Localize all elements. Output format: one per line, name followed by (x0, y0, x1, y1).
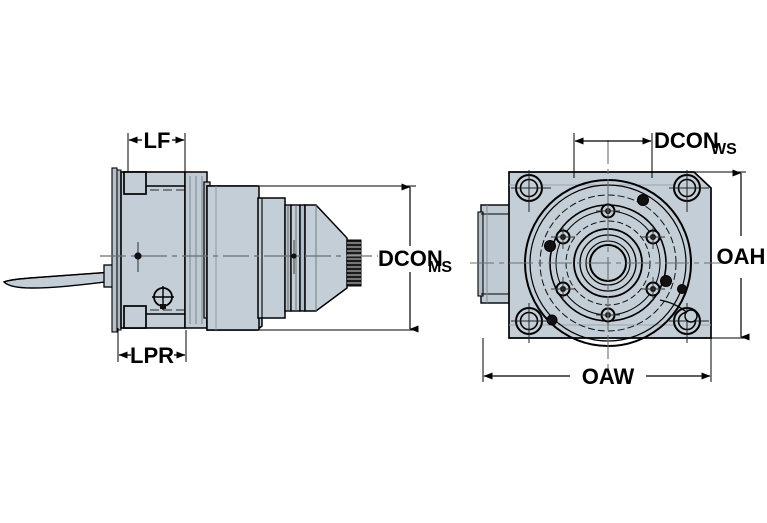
dimension-dcon-ws-subscript: WS (711, 141, 737, 158)
dimension-oaw: OAW (482, 338, 712, 389)
main-barrel (206, 185, 263, 331)
dimension-oah: OAH (694, 169, 766, 341)
dimension-oah-label: OAH (717, 244, 766, 269)
corner-bolt-hole-bl (511, 303, 551, 343)
dimension-lpr-label: LPR (130, 343, 174, 368)
corner-bolt-hole-tr (669, 170, 709, 212)
dimension-dcon-ms-subscript: MS (428, 259, 452, 276)
front-view: DCON WS OAH OAW (470, 128, 765, 389)
barrel-step (257, 197, 286, 319)
arc-slot-end-hole (684, 309, 698, 323)
dowel-pins (544, 194, 687, 326)
serrated-nose-tip (346, 239, 362, 287)
body-block (120, 171, 205, 329)
dimension-lpr: LPR (117, 328, 187, 368)
side-connector-block (477, 204, 512, 304)
dimension-dcon-ws: DCON WS (573, 128, 737, 178)
lubrication-port (152, 286, 174, 310)
axis-markers (134, 240, 297, 274)
corner-bolt-hole-tl (511, 170, 551, 212)
dimension-dcon-ms-label: DCON (378, 246, 443, 271)
coolant-hose (2, 271, 114, 289)
dimension-lf: LF (127, 128, 186, 172)
dimension-dcon-ms: DCON MS (260, 183, 452, 333)
inner-bolt-holes (551, 199, 665, 327)
dimension-dcon-ws-label: DCON (654, 128, 719, 153)
dimension-oaw-label: OAW (582, 364, 635, 389)
dimension-lf-label: LF (144, 128, 171, 153)
side-view: LF LPR DCON MS (2, 128, 452, 368)
nose-cone (304, 204, 348, 312)
